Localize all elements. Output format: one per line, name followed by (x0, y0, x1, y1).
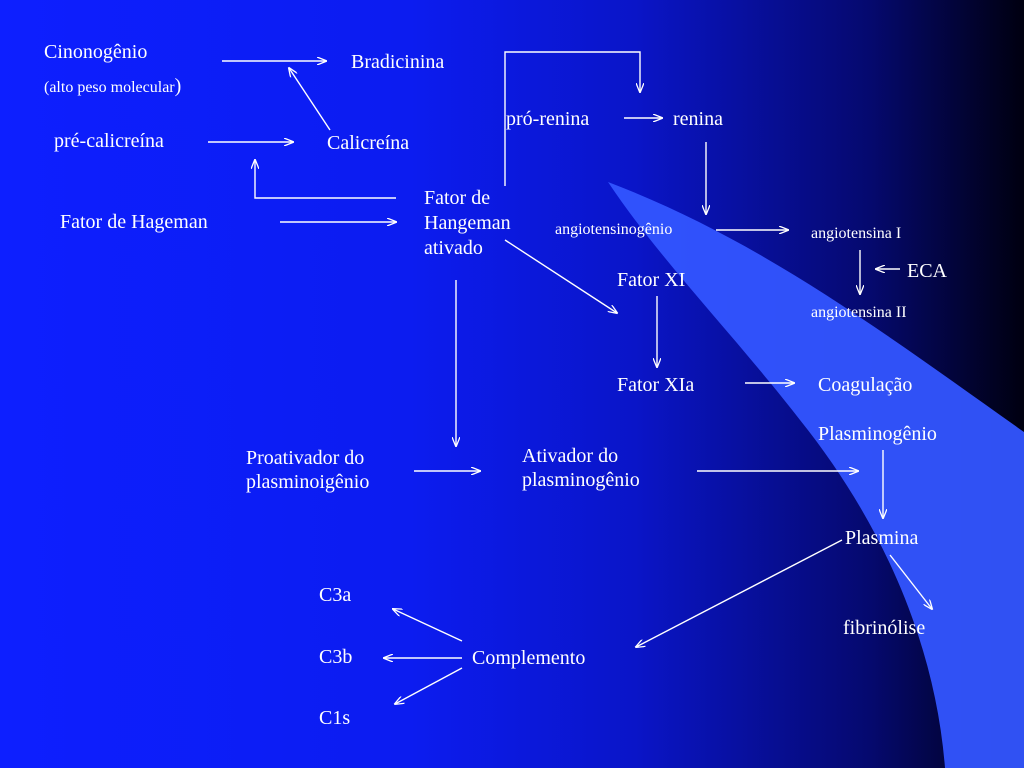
node-fator-hageman-ativado: Fator de Hangeman ativado (424, 187, 511, 259)
node-plasmina: Plasmina (845, 527, 919, 549)
arrow-hageman-prorenina (504, 51, 640, 186)
arrow-calicreina-up (289, 68, 331, 131)
node-alto-peso-paren: ) (174, 75, 182, 97)
arrow-plasmina-fibrinolise (889, 554, 932, 609)
node-cinonogenio: Cinonogênio (44, 41, 148, 63)
node-fator-xia: Fator XIa (617, 374, 695, 396)
arrow-complemento-c1s (395, 667, 463, 704)
node-fibrinolise: fibrinólise (843, 617, 926, 639)
node-bradicinina: Bradicinina (351, 51, 445, 73)
node-pre-calicreina: pré-calicreína (54, 130, 164, 152)
node-renina: renina (673, 108, 723, 130)
node-c3a: C3a (319, 584, 352, 606)
node-calicreina: Calicreína (327, 132, 410, 154)
node-plasminogenio: Plasminogênio (818, 423, 937, 445)
node-alto-peso-text: (alto peso molecular (44, 79, 175, 96)
node-angiotensinogenio: angiotensinogênio (555, 221, 673, 238)
node-complemento: Complemento (472, 647, 586, 669)
node-fator-xi: Fator XI (617, 269, 686, 291)
arrow-plasmina-complemento (636, 539, 843, 647)
node-ativador: Ativador do plasminogênio (522, 445, 640, 491)
node-fator-hageman: Fator de Hageman (60, 211, 208, 233)
node-coagulacao: Coagulação (818, 374, 913, 396)
arrow-hageman-feedback (255, 160, 396, 199)
node-proativador: Proativador do plasminoigênio (246, 447, 370, 493)
node-angiotensina-1: angiotensina I (811, 225, 902, 242)
arrow-complemento-c3a (393, 609, 463, 642)
node-pro-renina: pró-renina (506, 108, 590, 130)
node-alto-peso: (alto peso molecular) (44, 74, 181, 98)
node-c3b: C3b (319, 646, 353, 668)
swoosh-shape (608, 182, 1024, 768)
node-c1s: C1s (319, 707, 351, 729)
node-angiotensina-2: angiotensina II (811, 304, 907, 321)
arrow-hageman-fatorxi (504, 239, 617, 313)
node-eca: ECA (907, 260, 947, 282)
